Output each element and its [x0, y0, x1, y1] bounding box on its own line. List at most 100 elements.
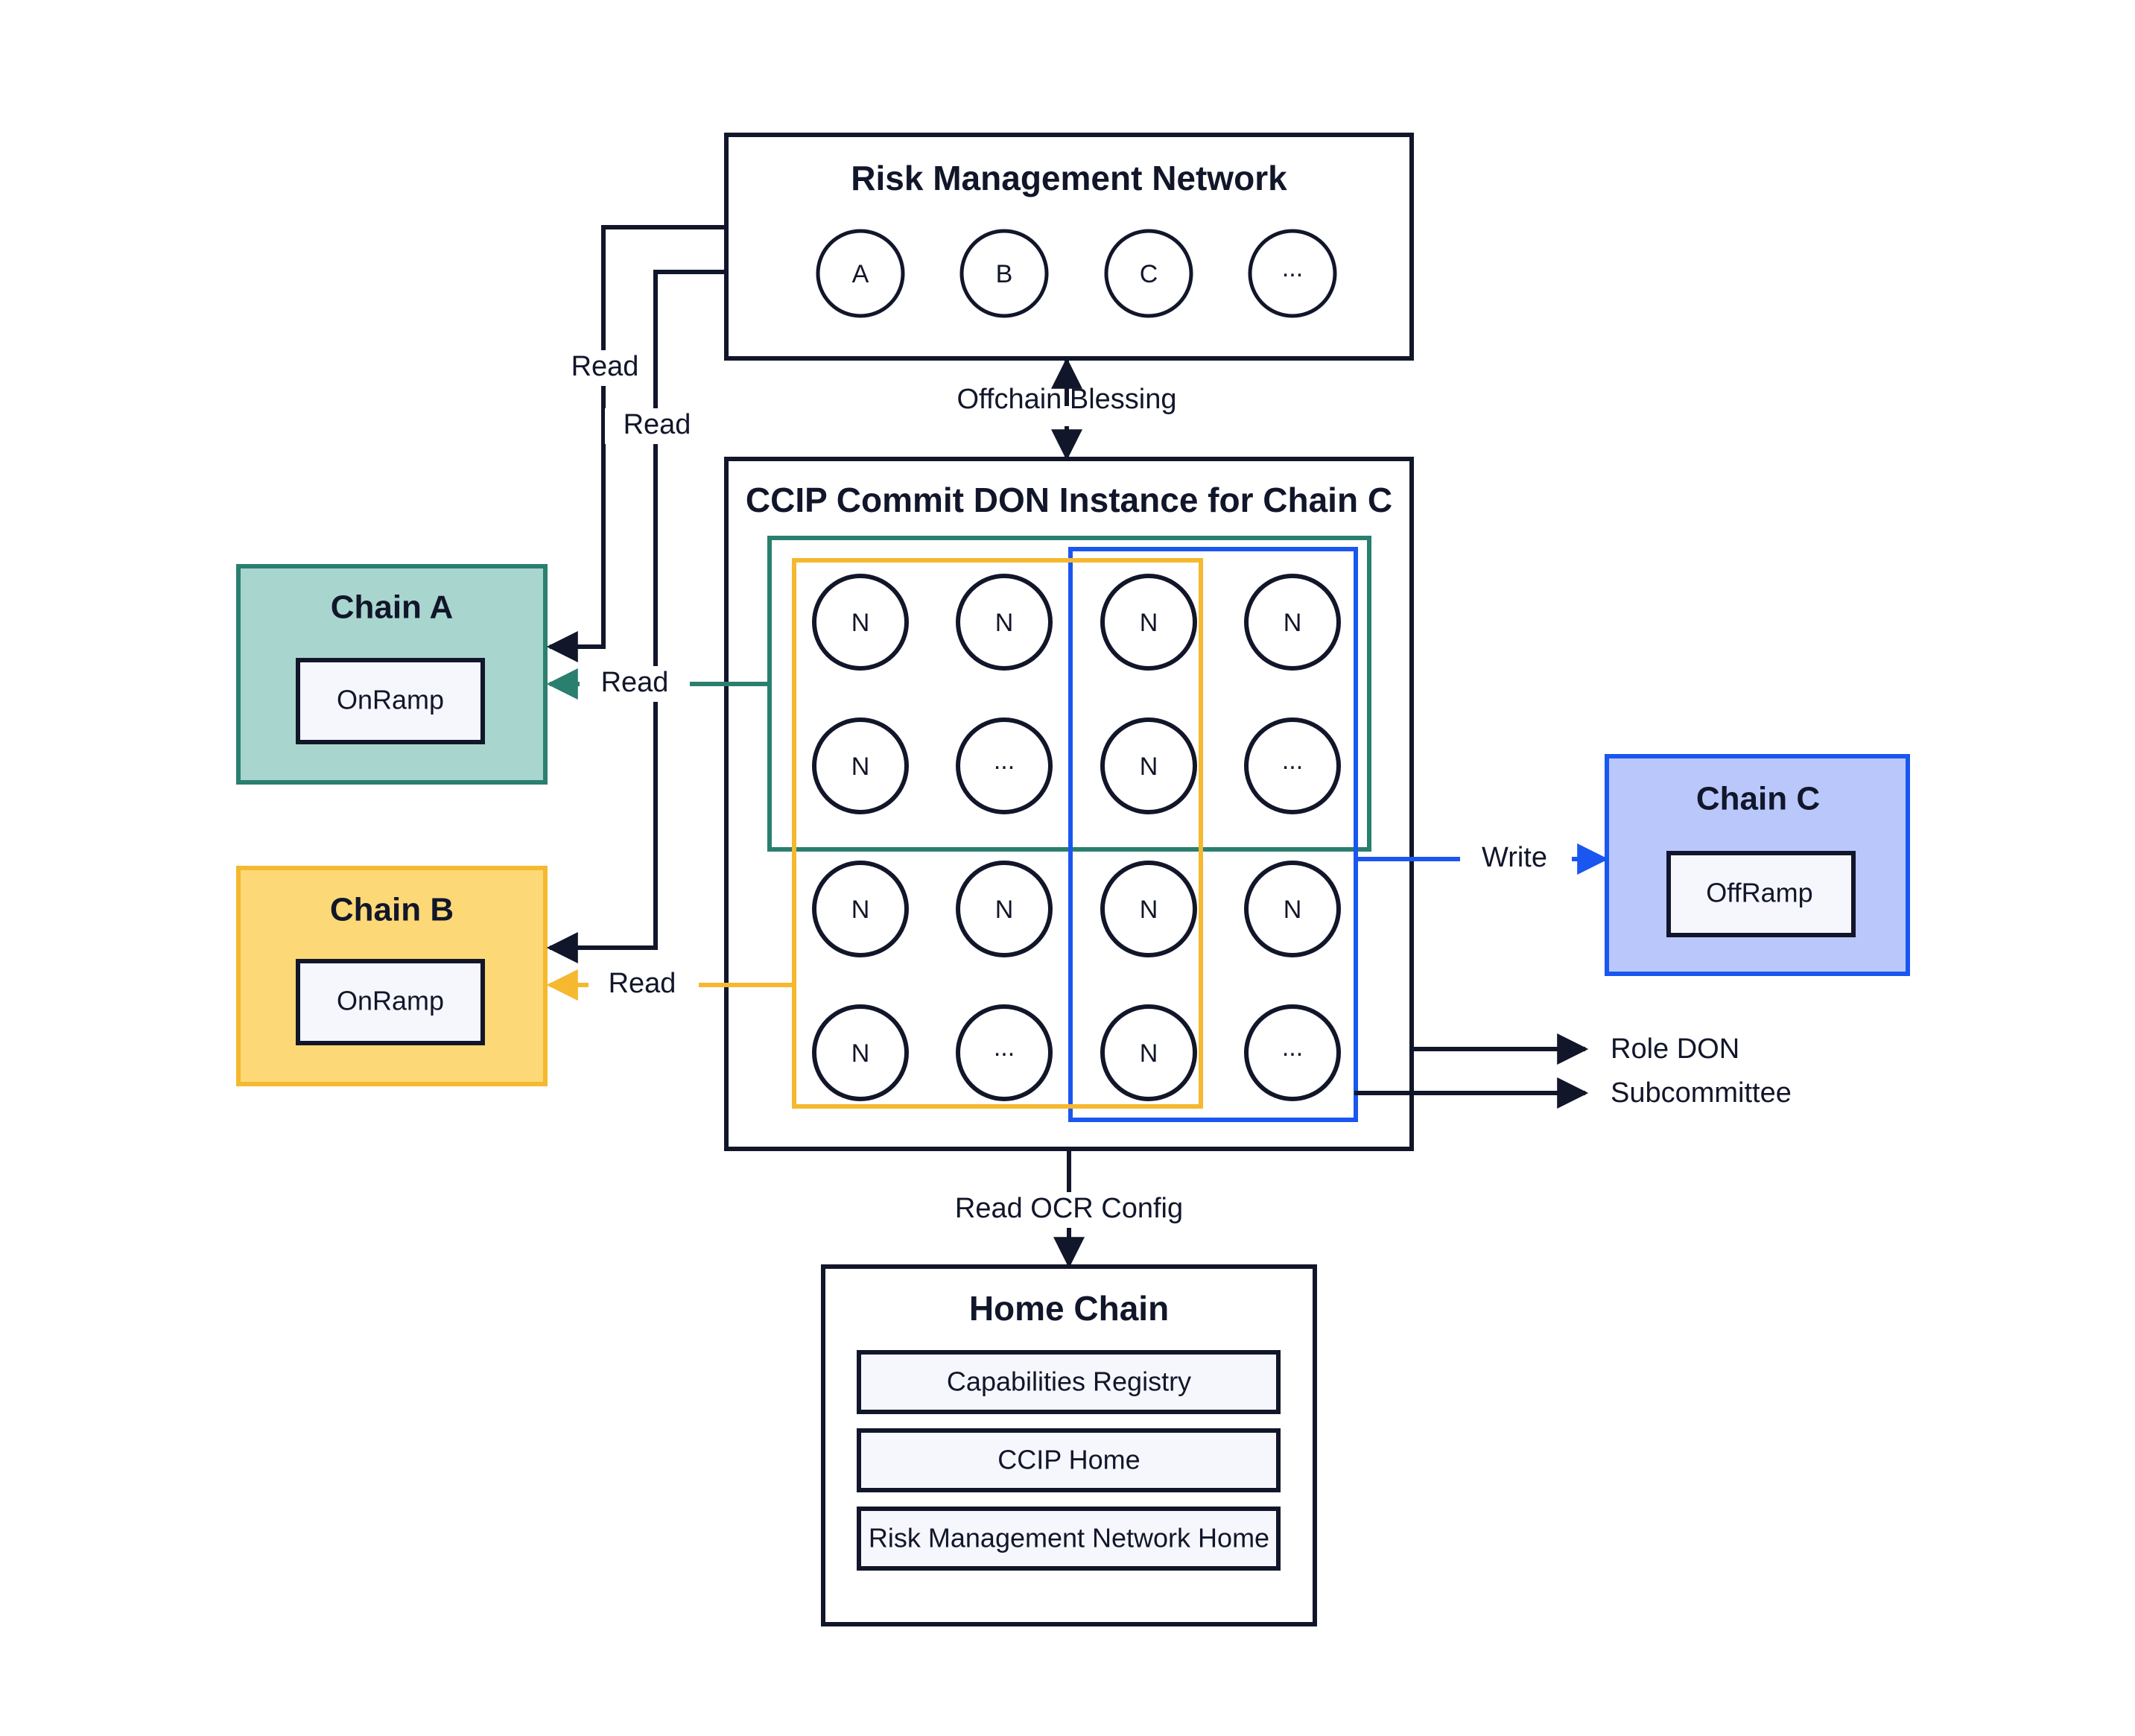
ccip-home-box	[857, 1428, 1281, 1492]
read-a-black-label: Read	[571, 351, 639, 382]
don-node-circle	[956, 861, 1053, 957]
don-node-circle	[812, 1004, 909, 1101]
home-chain-component: Risk Management Network Home	[857, 1507, 1281, 1571]
chain-b-box: Chain B OnRamp	[236, 866, 548, 1086]
don-node: N	[1100, 861, 1197, 957]
read-edge-don-to-chain-b: Read	[546, 967, 794, 1003]
read-edge-rmn-to-chain-a: Read	[546, 225, 724, 662]
home-chain-box: Home Chain Capabilities Registry CCIP Ho…	[821, 1264, 1317, 1626]
don-node: N	[1100, 574, 1197, 671]
chain-b-onramp-box	[296, 959, 485, 1045]
rmn-node-a: A	[816, 229, 905, 318]
don-node-circle	[1244, 861, 1341, 957]
don-node-circle	[956, 574, 1053, 671]
don-node: ...	[1244, 1004, 1341, 1101]
chain-c-offramp-label: OffRamp	[1706, 878, 1812, 908]
don-node-label: N	[851, 609, 870, 637]
don-node-circle	[1100, 861, 1197, 957]
don-node: N	[1100, 717, 1197, 814]
don-node-circle	[956, 717, 1053, 814]
capabilities-registry-box	[857, 1350, 1281, 1414]
don-node-label: N	[995, 609, 1014, 637]
rmn-node-c: C	[1104, 229, 1193, 318]
read-ocr-config-edge: Read OCR Config	[955, 1149, 1183, 1269]
don-node-circle	[1100, 717, 1197, 814]
write-edge-don-to-chain-c: Write	[1354, 841, 1609, 877]
don-node-label: N	[1140, 1039, 1158, 1068]
write-label-bg	[1460, 841, 1572, 877]
don-node-label: N	[851, 753, 870, 781]
don-node: N	[956, 574, 1053, 671]
offchain-blessing-edge: Offchain Blessing	[957, 357, 1177, 461]
don-node-circle	[812, 574, 909, 671]
rmn-node-label: B	[996, 260, 1013, 288]
read-b-yellow-label: Read	[609, 968, 676, 999]
don-node: N	[812, 574, 909, 671]
write-label: Write	[1482, 842, 1547, 873]
don-group-rect-yellow	[792, 558, 1203, 1109]
read-ocr-config-label: Read OCR Config	[955, 1193, 1183, 1224]
don-node: ...	[1244, 717, 1341, 814]
rmn-node-label: C	[1140, 260, 1158, 288]
commit-don-box: CCIP Commit DON Instance for Chain C N N…	[724, 457, 1414, 1151]
subcommittee-label: Subcommittee	[1611, 1077, 1792, 1109]
don-group-rect-blue	[1068, 547, 1358, 1122]
chain-b-title: Chain B	[330, 892, 454, 928]
home-chain-component: CCIP Home	[857, 1428, 1281, 1492]
don-node: N	[956, 861, 1053, 957]
read-b-yellow-label-bg	[589, 967, 699, 1003]
home-chain-component: Capabilities Registry	[857, 1350, 1281, 1414]
role-don-label: Role DON	[1611, 1033, 1739, 1065]
chain-b-onramp-label: OnRamp	[337, 986, 444, 1016]
don-node-label: ...	[994, 1033, 1015, 1062]
don-node: N	[1100, 1004, 1197, 1101]
rmn-node-label: A	[852, 260, 869, 288]
don-node-label: ...	[1282, 747, 1303, 775]
rmn-node-circle	[816, 229, 905, 318]
chain-a-onramp-label: OnRamp	[337, 685, 444, 715]
chain-a-onramp-box	[296, 658, 485, 744]
don-node-circle	[812, 861, 909, 957]
don-node-label: N	[995, 896, 1014, 924]
offchain-blessing-label: Offchain Blessing	[957, 384, 1176, 415]
don-node-circle	[812, 717, 909, 814]
read-b-black-label: Read	[624, 409, 691, 440]
read-b-black-path	[546, 270, 724, 963]
don-node: N	[812, 861, 909, 957]
don-node-label: N	[1140, 753, 1158, 781]
don-node: N	[812, 717, 909, 814]
don-node-label: ...	[994, 747, 1015, 775]
don-node: N	[812, 1004, 909, 1101]
chain-c-offramp-box	[1666, 851, 1856, 937]
rmn-node-b: B	[959, 229, 1049, 318]
rmn-node-circle	[1104, 229, 1193, 318]
read-edge-rmn-to-chain-b: Read	[546, 270, 724, 963]
read-a-black-path	[546, 225, 724, 662]
chain-a-box: Chain A OnRamp	[236, 564, 548, 785]
legend-role-don: Role DON	[1412, 1033, 1739, 1065]
don-node: ...	[956, 1004, 1053, 1101]
risk-management-network-box: Risk Management Network A B C ...	[724, 133, 1414, 361]
home-chain-title: Home Chain	[969, 1289, 1169, 1328]
don-node-label: N	[1284, 609, 1302, 637]
don-node-circle	[1100, 574, 1197, 671]
don-node-label: N	[1284, 896, 1302, 924]
read-b-black-label-bg	[605, 408, 711, 444]
don-node-label: ...	[1282, 1033, 1303, 1062]
don-node-label: N	[851, 1039, 870, 1068]
don-node: N	[1244, 574, 1341, 671]
chain-c-title: Chain C	[1696, 781, 1820, 817]
don-node-circle	[1100, 1004, 1197, 1101]
read-a-teal-label: Read	[601, 667, 669, 698]
don-node-label: N	[851, 896, 870, 924]
don-node-circle	[1244, 1004, 1341, 1101]
chain-c-box: Chain C OffRamp	[1605, 754, 1910, 976]
rmn-title: Risk Management Network	[851, 159, 1287, 197]
don-node: ...	[956, 717, 1053, 814]
chain-a-title: Chain A	[331, 589, 454, 626]
capabilities-registry-label: Capabilities Registry	[947, 1366, 1191, 1397]
read-ocr-config-label-bg	[961, 1192, 1177, 1228]
rmn-node-circle	[959, 229, 1049, 318]
